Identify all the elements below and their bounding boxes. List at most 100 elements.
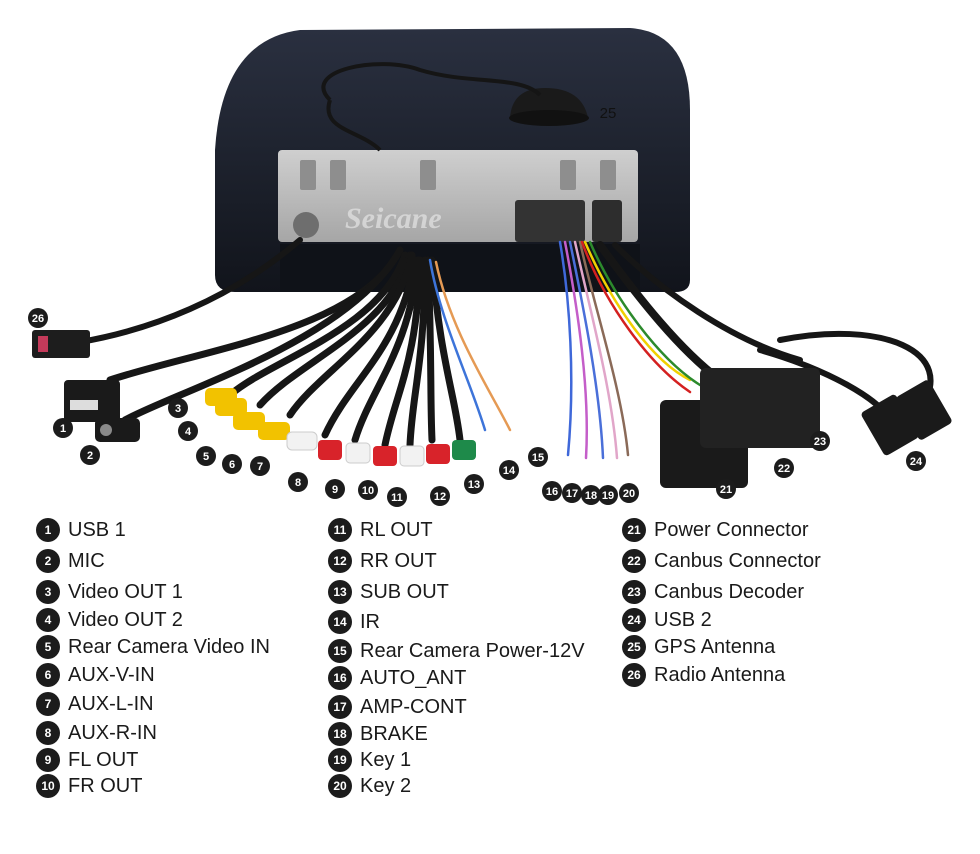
photo-marker-4: [178, 421, 198, 441]
photo-marker-12: [430, 486, 450, 506]
legend-number-badge: 5: [36, 635, 60, 659]
photo-marker-19: [598, 485, 618, 505]
legend-label: USB 1: [68, 518, 126, 541]
photo-marker-number: 9: [332, 484, 338, 496]
legend-number-badge: 9: [36, 748, 60, 772]
photo-marker-number: 4: [185, 426, 192, 438]
legend-number-badge: 8: [36, 721, 60, 745]
legend-item-21: 21 Power Connector: [622, 518, 809, 542]
legend-number-badge: 6: [36, 663, 60, 687]
legend-item-12: 12 RR OUT: [328, 549, 437, 573]
photo-marker-number: 15: [532, 452, 544, 464]
photo-marker-5: [196, 446, 216, 466]
photo-marker-number: 20: [623, 488, 635, 500]
legend-label: Video OUT 2: [68, 608, 183, 631]
watermark: Seicane: [345, 202, 442, 235]
legend-number-badge: 11: [328, 518, 352, 542]
legend-label: MIC: [68, 549, 105, 572]
legend-number-badge: 24: [622, 608, 646, 632]
usb-1-connector: [64, 380, 120, 422]
legend-label: Canbus Decoder: [654, 580, 805, 603]
photo-marker-number: 7: [257, 461, 263, 473]
legend-item-8: 8 AUX-R-IN: [36, 721, 157, 745]
connection-diagram: Seicane: [32, 28, 952, 488]
photo-marker-number: 19: [602, 490, 614, 502]
photo-marker-number: 6: [229, 459, 235, 471]
legend-label: IR: [360, 610, 380, 633]
gps-antenna: [510, 88, 588, 118]
legend-label: RL OUT: [360, 518, 433, 541]
legend-label: Canbus Connector: [654, 549, 821, 572]
legend-label: Radio Antenna: [654, 663, 786, 686]
photo-marker-14: [499, 460, 519, 480]
photo-marker-number: 24: [910, 456, 923, 468]
photo-marker-8: [288, 472, 308, 492]
legend-number-badge: 21: [622, 518, 646, 542]
photo-marker-26: [28, 308, 48, 328]
legend-item-20: 20 Key 2: [328, 774, 411, 798]
photo-marker-number: 14: [503, 465, 516, 477]
photo-marker-number: 1: [60, 423, 66, 435]
legend-number-badge: 12: [328, 549, 352, 573]
photo-marker-17: [562, 483, 582, 503]
legend-number-badge: 15: [328, 639, 352, 663]
legend-label: AUTO_ANT: [360, 666, 467, 689]
legend-label: Power Connector: [654, 518, 809, 541]
photo-marker-number: 3: [175, 403, 181, 415]
photo-marker-11: [387, 487, 407, 507]
photo-marker-number: 23: [814, 436, 826, 448]
legend-item-15: 15 Rear Camera Power-12V: [328, 639, 585, 663]
photo-marker-21: [716, 479, 736, 499]
legend-number-badge: 4: [36, 608, 60, 632]
legend-label: AMP-CONT: [360, 695, 467, 718]
photo-marker-number: 21: [720, 484, 732, 496]
photo-marker-number: 16: [546, 486, 558, 498]
legend-number-badge: 22: [622, 549, 646, 573]
legend-item-22: 22 Canbus Connector: [622, 549, 821, 573]
legend-label: Rear Camera Power-12V: [360, 639, 585, 662]
legend-number-badge: 14: [328, 610, 352, 634]
photo-marker-7: [250, 456, 270, 476]
photo-marker-3: [168, 398, 188, 418]
photo-marker-20: [619, 483, 639, 503]
head-unit: Seicane: [215, 28, 690, 292]
legend-number-badge: 16: [328, 666, 352, 690]
legend-number-badge: 13: [328, 580, 352, 604]
legend-item-11: 11 RL OUT: [328, 518, 433, 542]
legend-label: USB 2: [654, 608, 712, 631]
power-connector: [660, 368, 820, 488]
photo-marker-18: [581, 485, 601, 505]
legend-label: RR OUT: [360, 549, 437, 572]
legend-number-badge: 25: [622, 635, 646, 659]
mic-jack: [95, 418, 140, 442]
photo-marker-2: [80, 445, 100, 465]
legend-label: AUX-L-IN: [68, 692, 154, 715]
photo-marker-16: [542, 481, 562, 501]
legend-label: AUX-R-IN: [68, 721, 157, 744]
photo-marker-10: [358, 480, 378, 500]
legend-label: GPS Antenna: [654, 635, 776, 658]
legend-number-badge: 7: [36, 692, 60, 716]
usb-2-connector: [861, 380, 952, 456]
legend-label: Key 2: [360, 774, 412, 797]
legend-item-7: 7 AUX-L-IN: [36, 692, 154, 716]
photo-marker-number: 18: [585, 490, 597, 502]
photo-marker-26-label: 26: [32, 313, 44, 325]
legend-label: BRAKE: [360, 722, 428, 745]
legend-item-4: 4 Video OUT 2: [36, 608, 183, 632]
legend-number-badge: 20: [328, 774, 352, 798]
legend-item-24: 24 USB 2: [622, 608, 712, 632]
photo-marker-number: 11: [391, 492, 403, 504]
photo-marker-25-label: 25: [600, 105, 617, 122]
photo-marker-9: [325, 479, 345, 499]
